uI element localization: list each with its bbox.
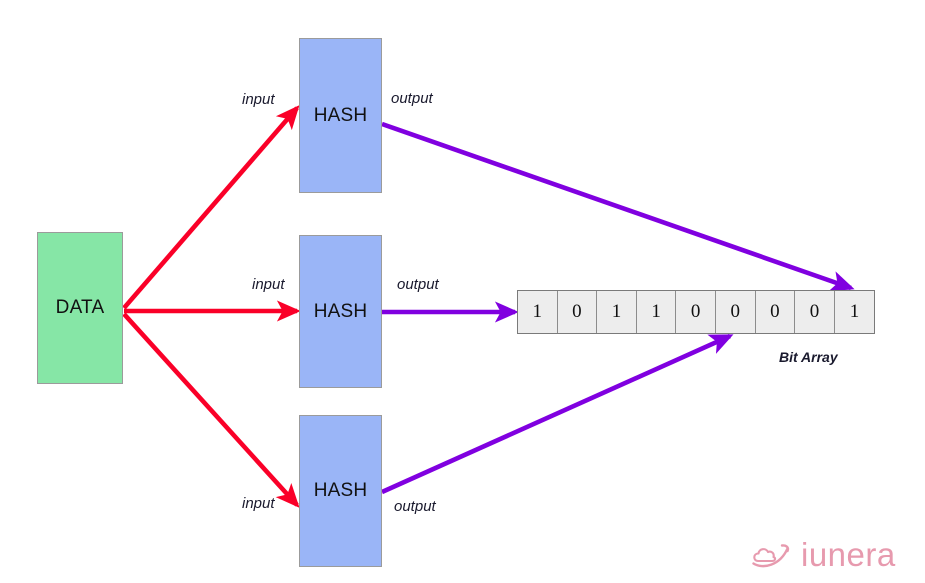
- node-data-label: DATA: [55, 297, 105, 318]
- bit-cell: 1: [636, 291, 677, 333]
- bit-cell: 1: [597, 291, 637, 333]
- edge-label-input-top: input: [242, 91, 275, 108]
- brand-logo: iunera: [752, 538, 896, 571]
- bit-cell: 0: [755, 291, 796, 333]
- edge-label-input-middle: input: [252, 276, 285, 293]
- node-hash-bottom-label: HASH: [313, 480, 368, 501]
- connector-hash-top-to-bit-array: [381, 121, 855, 292]
- bit-cell: 0: [557, 291, 598, 333]
- node-data: DATA: [37, 232, 123, 384]
- connector-hash-bottom-to-bit-array: [381, 333, 734, 495]
- node-hash-bottom: HASH: [299, 415, 382, 567]
- edge-label-output-top: output: [391, 90, 433, 107]
- bit-array-caption: Bit Array: [779, 349, 838, 365]
- bit-cell: 0: [676, 291, 716, 333]
- edge-label-input-bottom: input: [242, 495, 275, 512]
- bit-cell: 0: [795, 291, 835, 333]
- connector-data-to-hash-bottom: [122, 312, 300, 508]
- node-hash-middle: HASH: [299, 235, 382, 388]
- bit-cell: 1: [834, 291, 875, 333]
- cloud-swoosh-icon: [752, 543, 790, 567]
- brand-wordmark: iunera: [801, 536, 896, 573]
- bit-cell: 1: [518, 291, 558, 333]
- edge-label-output-bottom: output: [394, 498, 436, 515]
- node-hash-top-label: HASH: [313, 104, 368, 126]
- edge-label-output-middle: output: [397, 276, 439, 293]
- node-hash-middle-label: HASH: [313, 300, 368, 322]
- node-hash-top: HASH: [299, 38, 382, 193]
- bit-cell: 0: [715, 291, 756, 333]
